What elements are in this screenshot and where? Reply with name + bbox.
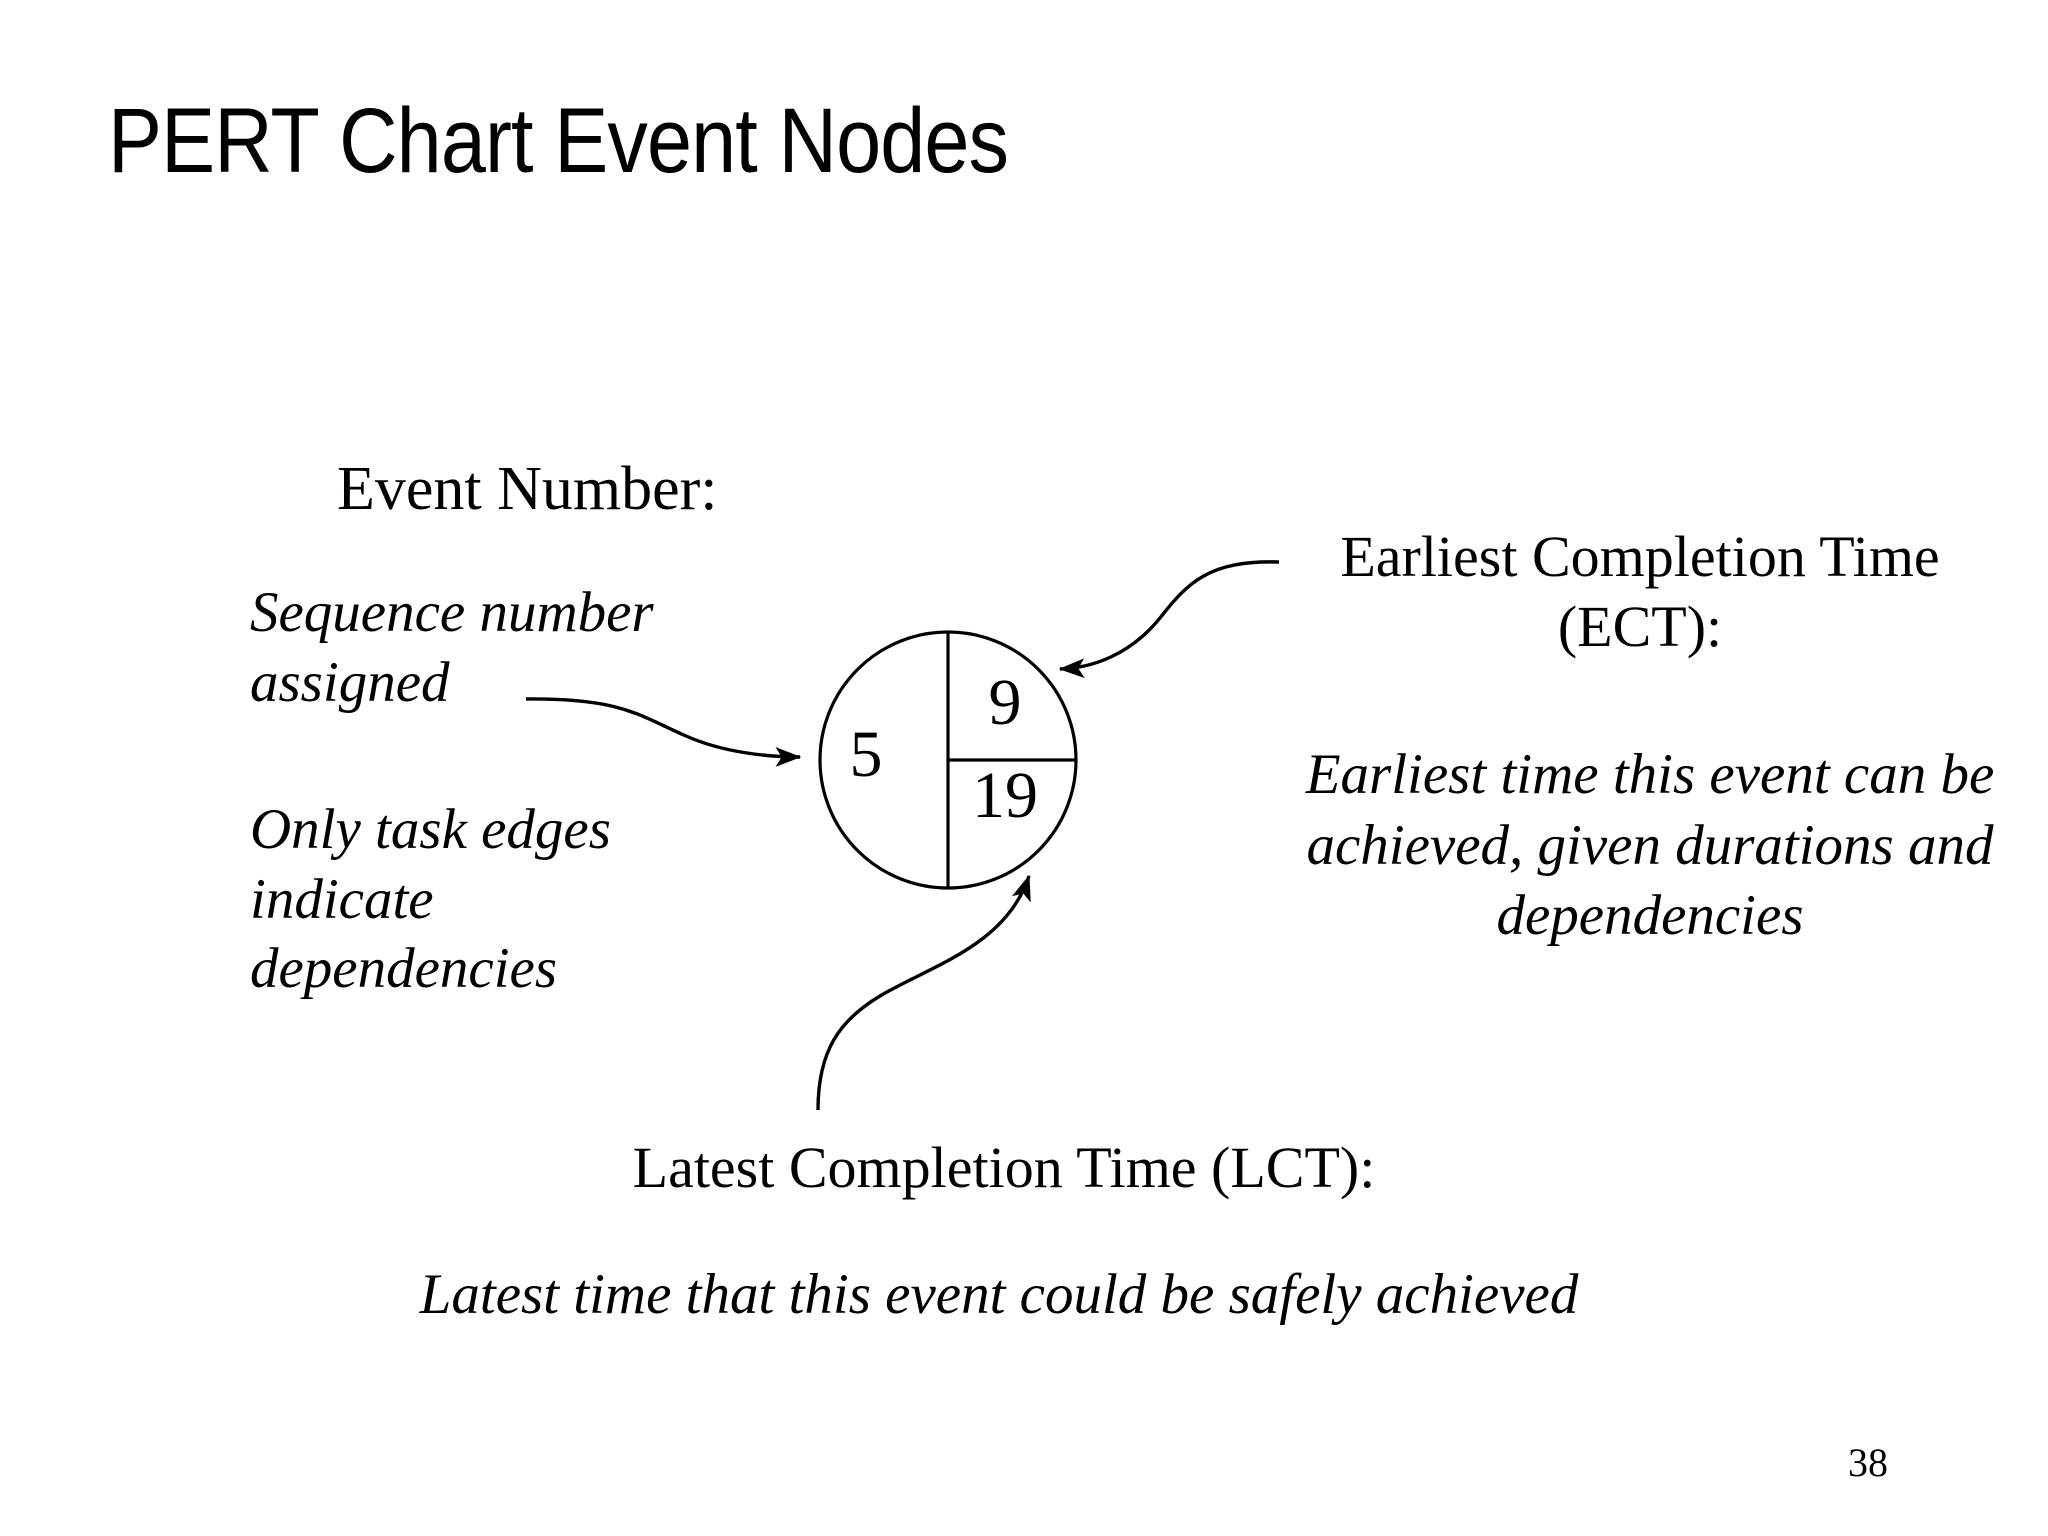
page-title: PERT Chart Event Nodes (108, 90, 1009, 192)
lct-arrow (816, 874, 1031, 1111)
ect-arrow (1058, 560, 1280, 679)
lct-description: Latest time that this event could be saf… (419, 1263, 1579, 1326)
sequence-number-note: Sequence number assigned (250, 581, 654, 714)
node-lct-value: 19 (972, 759, 1038, 832)
task-edges-note: Only task edges indicate dependencies (250, 798, 611, 1001)
node-ect-value: 9 (988, 666, 1022, 739)
ect-heading: Earliest Completion Time (ECT): (1340, 524, 1940, 659)
ect-description: Earliest time this event can be achieved… (1305, 743, 1995, 948)
node-event-number-value: 5 (849, 718, 883, 791)
event-number-label: Event Number: (337, 455, 718, 523)
page-number: 38 (1848, 1440, 1888, 1485)
lct-heading: Latest Completion Time (LCT): (632, 1135, 1376, 1200)
